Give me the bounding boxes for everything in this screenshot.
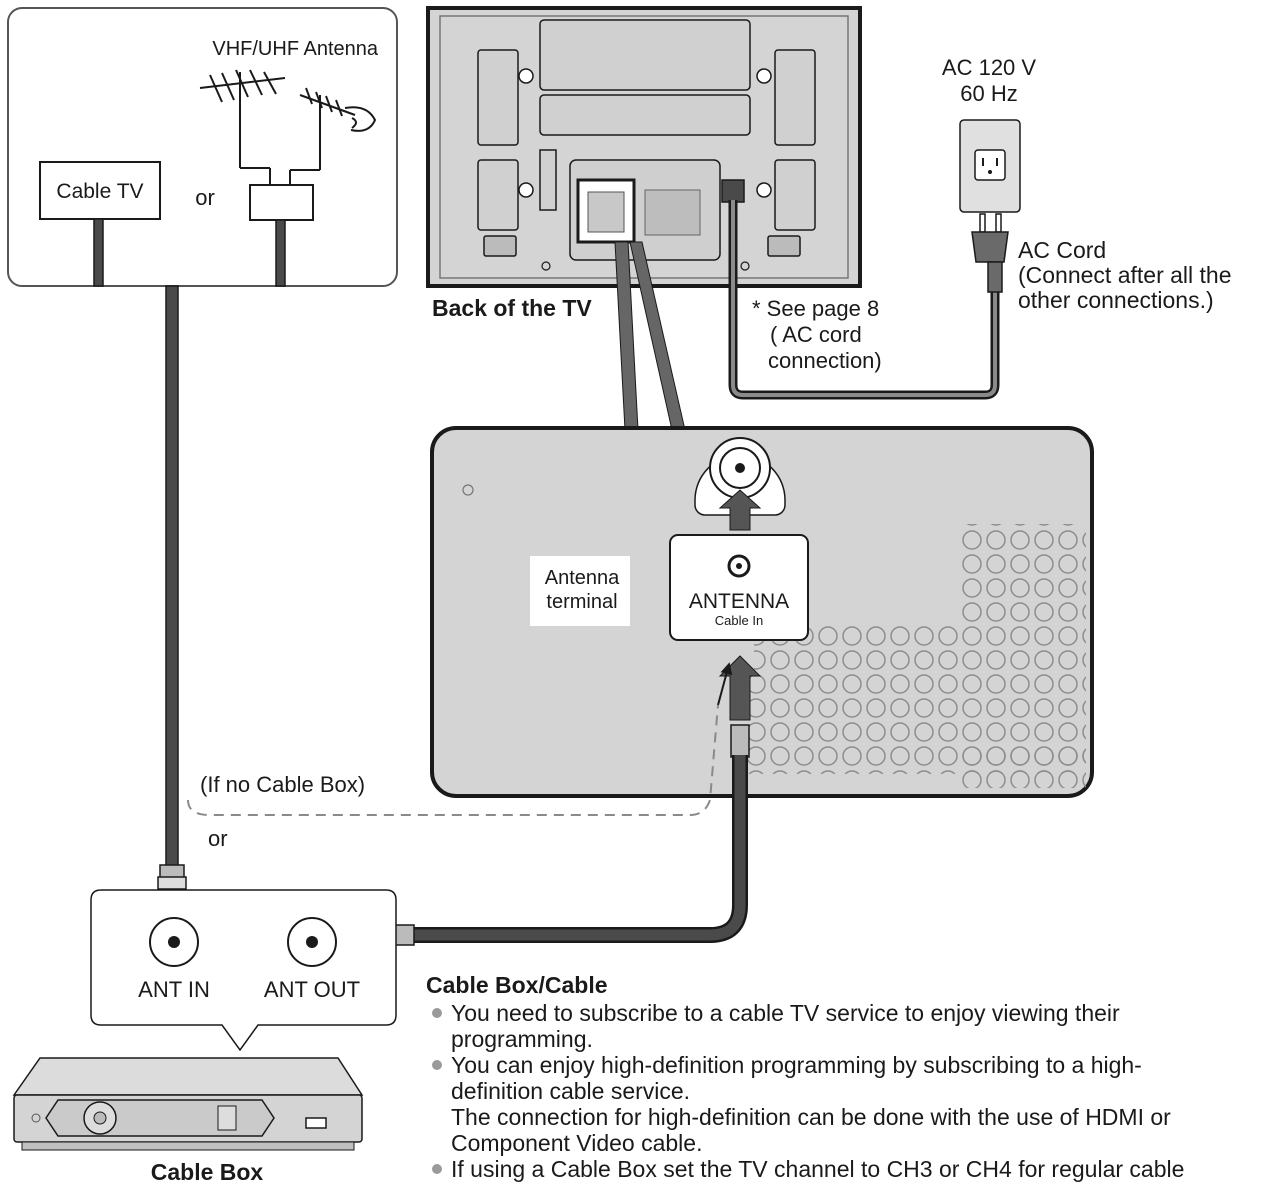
see-page-note-1: * See page 8 [752,296,879,321]
ac-cord-label-2: (Connect after all the [1018,262,1232,288]
note-extra-line-1: The connection for high-definition can b… [451,1104,1171,1130]
see-page-note-2: ( AC cord [770,322,862,347]
back-of-tv-label: Back of the TV [432,295,592,321]
arrow-up-icon [718,489,762,531]
note-bullet-2: You can enjoy high-definition programmin… [426,1052,1273,1104]
cable-box-label: Cable Box [151,1159,264,1185]
ant-in-label: ANT IN [138,977,210,1002]
dashed-arrow-icon [717,662,733,706]
no-cable-box-line [187,704,719,816]
f-connector-top [157,864,187,890]
see-page-note-3: connection) [768,348,882,373]
cable-in-label: Cable In [715,613,763,628]
antenna-port-label-box [669,534,809,641]
connection-or-label: or [208,826,228,851]
antenna-icon [199,69,377,185]
notes-heading: Cable Box/Cable [426,972,608,998]
note-extra-line-2: Component Video cable. [451,1130,703,1156]
ac-plug-icon [971,213,1009,293]
box-to-tv-cable [381,724,750,946]
cable-box-device [12,1057,364,1151]
note-2-line-1: You can enjoy high-definition programmin… [451,1052,1142,1078]
ac-spec-line1: AC 120 V [942,55,1036,80]
note-bullet-1: You need to subscribe to a cable TV serv… [426,1000,1273,1052]
ant-out-label: ANT OUT [264,977,360,1002]
ac-spec-line2: 60 Hz [960,81,1017,106]
source-panel: VHF/UHF Antenna Cable TV or [7,7,398,287]
antenna-port-label: ANTENNA [689,590,789,613]
no-cable-box-label: (If no Cable Box) [200,772,365,797]
note-1-line-1: You need to subscribe to a cable TV serv… [451,1000,1120,1026]
antenna-terminal-label-1: Antenna [545,567,620,589]
antenna-terminal-label-bg [530,556,630,626]
antenna-terminal-label-2: terminal [546,591,617,613]
terminal-panel: Antenna terminal ANTENNA Cable In [430,426,1094,798]
note-2-line-2: definition cable service. [451,1078,691,1104]
source-cable [165,285,179,872]
note-1-line-2: programming. [451,1026,593,1052]
source-or-label: or [195,185,215,210]
cable-box-callout: ANT IN ANT OUT [90,889,397,1052]
combiner-box [249,184,314,221]
tv-back [426,6,862,288]
cable-tv-label: Cable TV [56,180,143,203]
ac-cord-label-1: AC Cord [1018,237,1106,263]
cable-tv-box [39,161,161,220]
wall-outlet-icon [959,119,1021,213]
antenna-label: VHF/UHF Antenna [212,38,379,60]
note-bullet-3: If using a Cable Box set the TV channel … [426,1156,1273,1182]
cable-notes: Cable Box/Cable You need to subscribe to… [426,972,1273,1182]
ac-cord-label-3: other connections.) [1018,287,1214,313]
